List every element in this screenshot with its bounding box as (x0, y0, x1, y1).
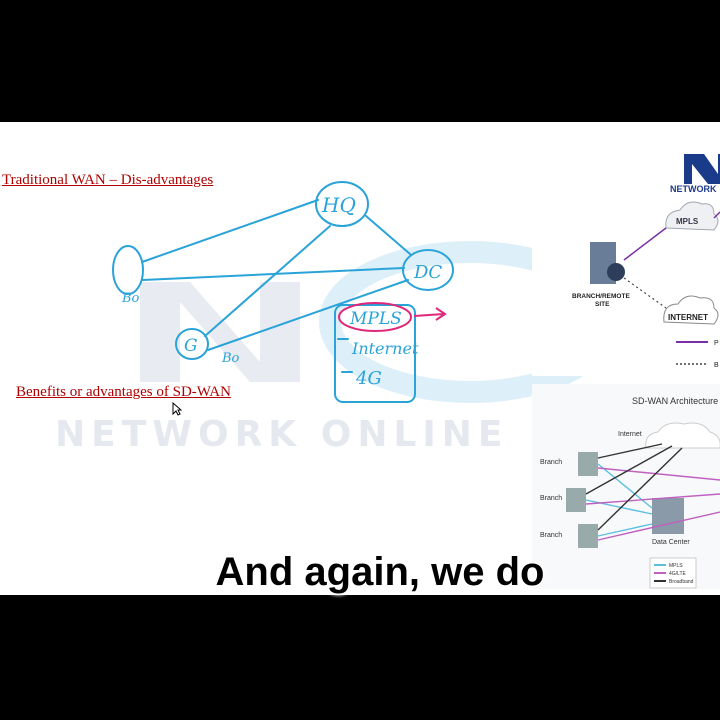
watermark-text: NETWORK ONLINE (55, 414, 509, 455)
handwritten-network-sketch: HQ DC Bo G Bo Internet 4G MPLS (112, 181, 454, 403)
svg-text:B: B (714, 362, 719, 369)
bo-bottom-label: Bo (221, 351, 240, 366)
bo-left-node (112, 245, 144, 295)
dc-label: DC (413, 262, 442, 283)
list-internet: Internet (351, 339, 419, 358)
dc-node (402, 249, 454, 291)
data-center-label: Data Center (652, 539, 690, 546)
mouse-cursor-icon (172, 402, 182, 416)
branch-building-3 (578, 524, 598, 548)
svg-text:P: P (714, 340, 719, 347)
presentation-slide: NETWORK ONLINE Traditional WAN – Dis-adv… (0, 122, 720, 595)
bo-left-label: Bo (121, 291, 140, 306)
internet-cloud-label: INTERNET (668, 313, 708, 322)
svg-text:MPLS: MPLS (669, 563, 683, 569)
svg-text:Branch: Branch (540, 495, 562, 502)
g-node (175, 328, 209, 360)
sdwan-architecture-diagram: SD-WAN Architecture Internet Branch Bran… (532, 384, 720, 589)
heading-traditional-wan: Traditional WAN – Dis-advantages (2, 172, 214, 188)
sdwan-diagram-title: SD-WAN Architecture (632, 396, 718, 406)
heading-sdwan-benefits: Benefits or advantages of SD-WAN (16, 384, 231, 400)
mpls-cloud-label: MPLS (676, 217, 699, 226)
network-logo-text: NETWORK (670, 184, 717, 194)
branch-building-1 (578, 452, 598, 476)
internet-label: Internet (618, 431, 642, 438)
hq-node (315, 181, 369, 227)
list-mpls: MPLS (349, 309, 402, 329)
video-caption: And again, we do (215, 550, 545, 594)
branch-label: BRANCH/REMOTE (572, 293, 630, 300)
link-types-box (334, 304, 416, 403)
g-label: G (184, 336, 198, 356)
svg-text:Broadband: Broadband (669, 579, 694, 585)
svg-text:Branch: Branch (540, 459, 562, 466)
list-4g: 4G (355, 368, 382, 389)
site-label: SITE (595, 301, 610, 308)
traditional-wan-diagram: NETWORK MPLS BRANCH/REMOTE SITE INTERNET… (532, 148, 720, 376)
hq-label: HQ (321, 193, 356, 217)
data-center-building (652, 498, 684, 534)
svg-text:Branch: Branch (540, 532, 562, 539)
branch-building-2 (566, 488, 586, 512)
svg-text:4G/LTE: 4G/LTE (669, 571, 687, 577)
